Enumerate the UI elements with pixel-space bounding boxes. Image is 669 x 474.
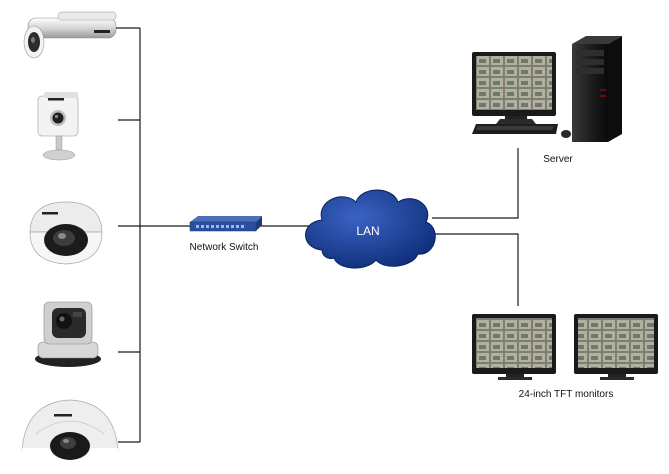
network-switch-label: Network Switch: [190, 242, 259, 253]
lan-cloud-icon: [305, 189, 436, 269]
network-switch-icon: [189, 216, 262, 232]
monitors-label: 24-inch TFT monitors: [519, 389, 614, 400]
link-lan-to-monitors: [432, 233, 519, 306]
server-computer-icon: [472, 36, 622, 142]
connection-lines: [116, 27, 519, 443]
server-label: Server: [543, 154, 573, 165]
lan-label: LAN: [356, 224, 379, 238]
tft-monitor-right-icon: [574, 314, 658, 380]
dome-camera-icon: [29, 201, 103, 265]
bullet-camera-icon: [23, 11, 117, 59]
cube-camera-icon: [37, 92, 79, 161]
link-lan-to-server: [432, 148, 519, 219]
fisheye-camera-icon: [21, 399, 119, 466]
tft-monitor-left-icon: [472, 314, 556, 380]
ptz-camera-icon: [35, 301, 101, 367]
